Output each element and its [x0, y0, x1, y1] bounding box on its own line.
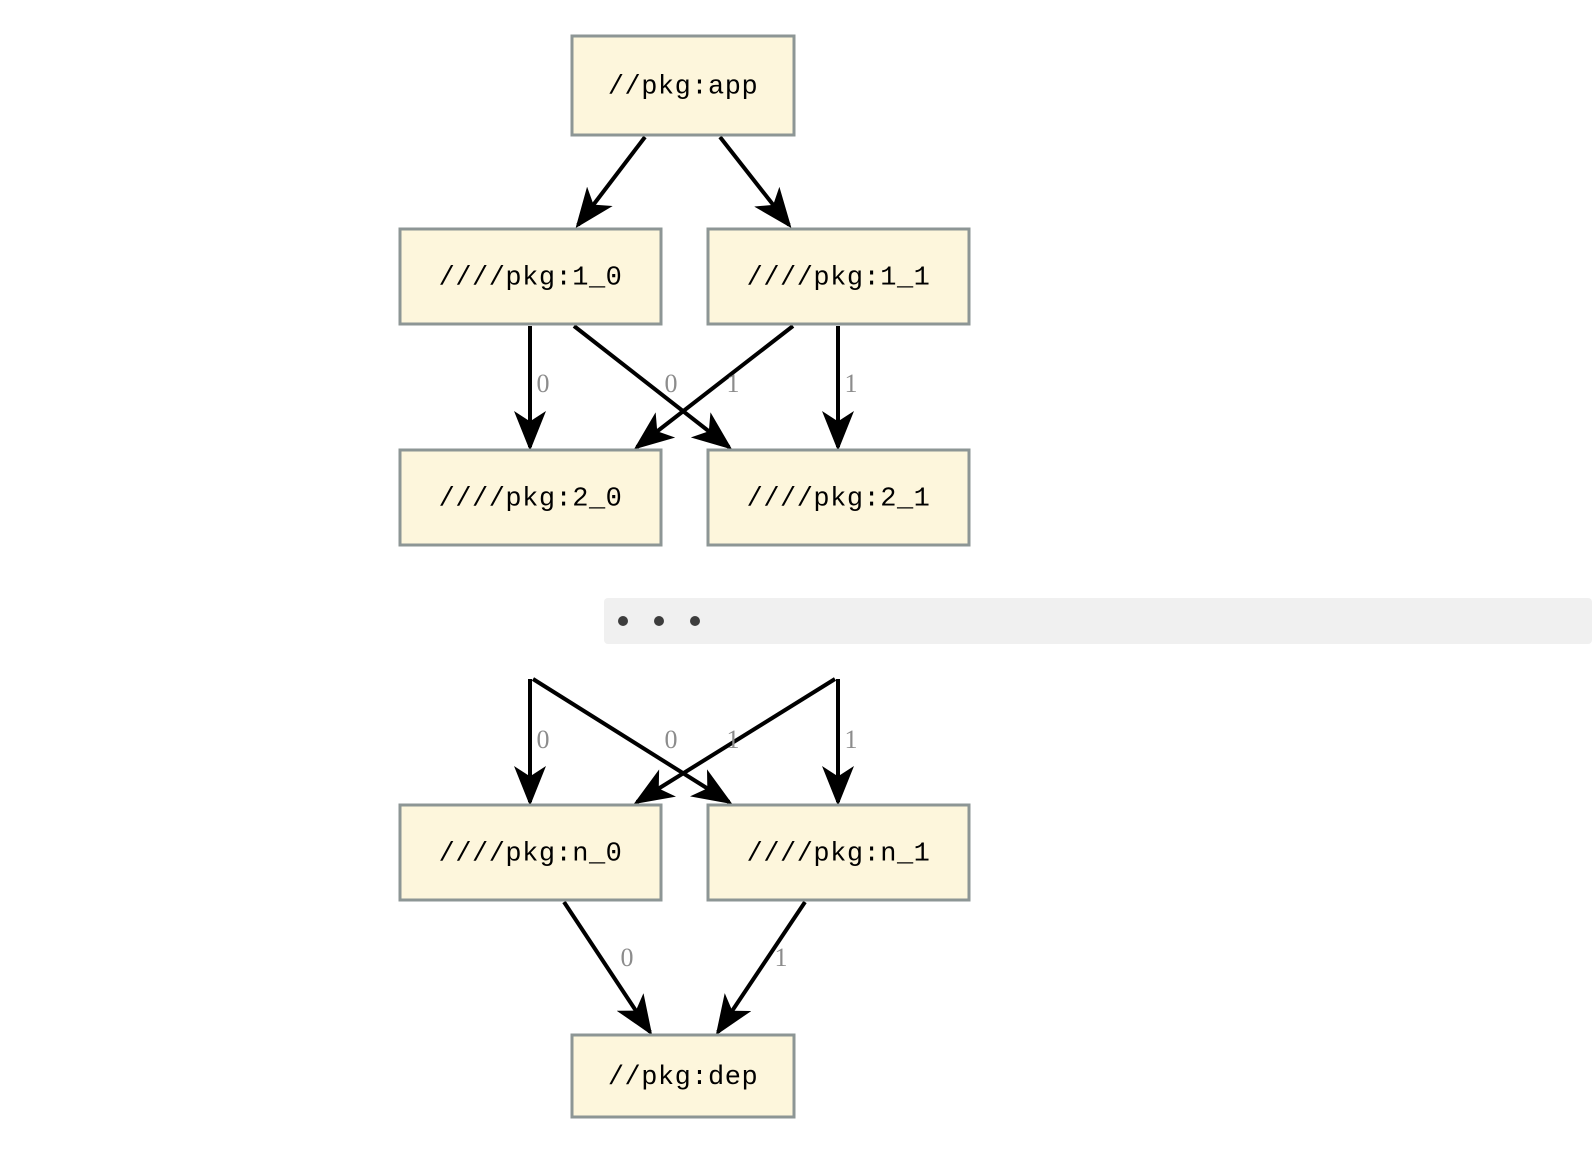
graph-edge [718, 135, 792, 229]
node-box[interactable] [706, 803, 971, 902]
node-box[interactable] [398, 448, 663, 547]
graph-node[interactable]: ////pkg:1_0 [398, 227, 663, 326]
graph-edge [531, 677, 733, 805]
edge-label: 0 [537, 369, 550, 398]
node-box[interactable] [570, 34, 796, 137]
ellipsis-dot [618, 616, 628, 626]
nodes-layer: //pkg:app ////pkg:1_0 ////pkg:1_1 ////pkg:2… [398, 34, 971, 1119]
edge-label: 1 [727, 725, 740, 754]
node-label: ////pkg:n_1 [747, 840, 931, 870]
edge-label: 0 [537, 725, 550, 754]
edge-labels-layer: 0 0 1 1 0 0 1 1 0 1 [537, 369, 858, 972]
edge-label: 0 [621, 943, 634, 972]
graph-node[interactable]: ////pkg:1_1 [706, 227, 971, 326]
graph-node[interactable]: ////pkg:2_0 [398, 448, 663, 547]
graph-edge [633, 324, 795, 450]
graph-node[interactable]: //pkg:dep [570, 1033, 796, 1119]
edge-label: 1 [775, 943, 788, 972]
graph-node[interactable]: ////pkg:n_0 [398, 803, 663, 902]
edge-label: 0 [665, 369, 678, 398]
node-box[interactable] [398, 803, 663, 902]
graph-edge [715, 900, 807, 1036]
graph-edge [633, 677, 837, 805]
ellipsis-separator [604, 598, 1592, 644]
graph-edge [575, 135, 647, 229]
node-box[interactable] [706, 448, 971, 547]
graph-node[interactable]: ////pkg:n_1 [706, 803, 971, 902]
ellipsis-dot [690, 616, 700, 626]
ellipsis-band [604, 598, 1592, 644]
node-label: ////pkg:1_0 [439, 264, 623, 294]
graph-node[interactable]: ////pkg:2_1 [706, 448, 971, 547]
graph-node[interactable]: //pkg:app [570, 34, 796, 137]
ellipsis-dot [654, 616, 664, 626]
graph-edge [572, 324, 733, 450]
node-label: ////pkg:2_0 [439, 485, 623, 515]
node-label: //pkg:app [608, 73, 758, 103]
edge-label: 1 [727, 369, 740, 398]
node-label: ////pkg:1_1 [747, 264, 931, 294]
node-box[interactable] [570, 1033, 796, 1119]
graph-edge [562, 900, 653, 1036]
node-label: ////pkg:n_0 [439, 840, 623, 870]
node-label: ////pkg:2_1 [747, 485, 931, 515]
edge-label: 1 [845, 369, 858, 398]
node-box[interactable] [398, 227, 663, 326]
edge-label: 1 [845, 725, 858, 754]
edge-label: 0 [665, 725, 678, 754]
node-label: //pkg:dep [608, 1063, 758, 1093]
node-box[interactable] [706, 227, 971, 326]
edges-layer [514, 135, 854, 1036]
